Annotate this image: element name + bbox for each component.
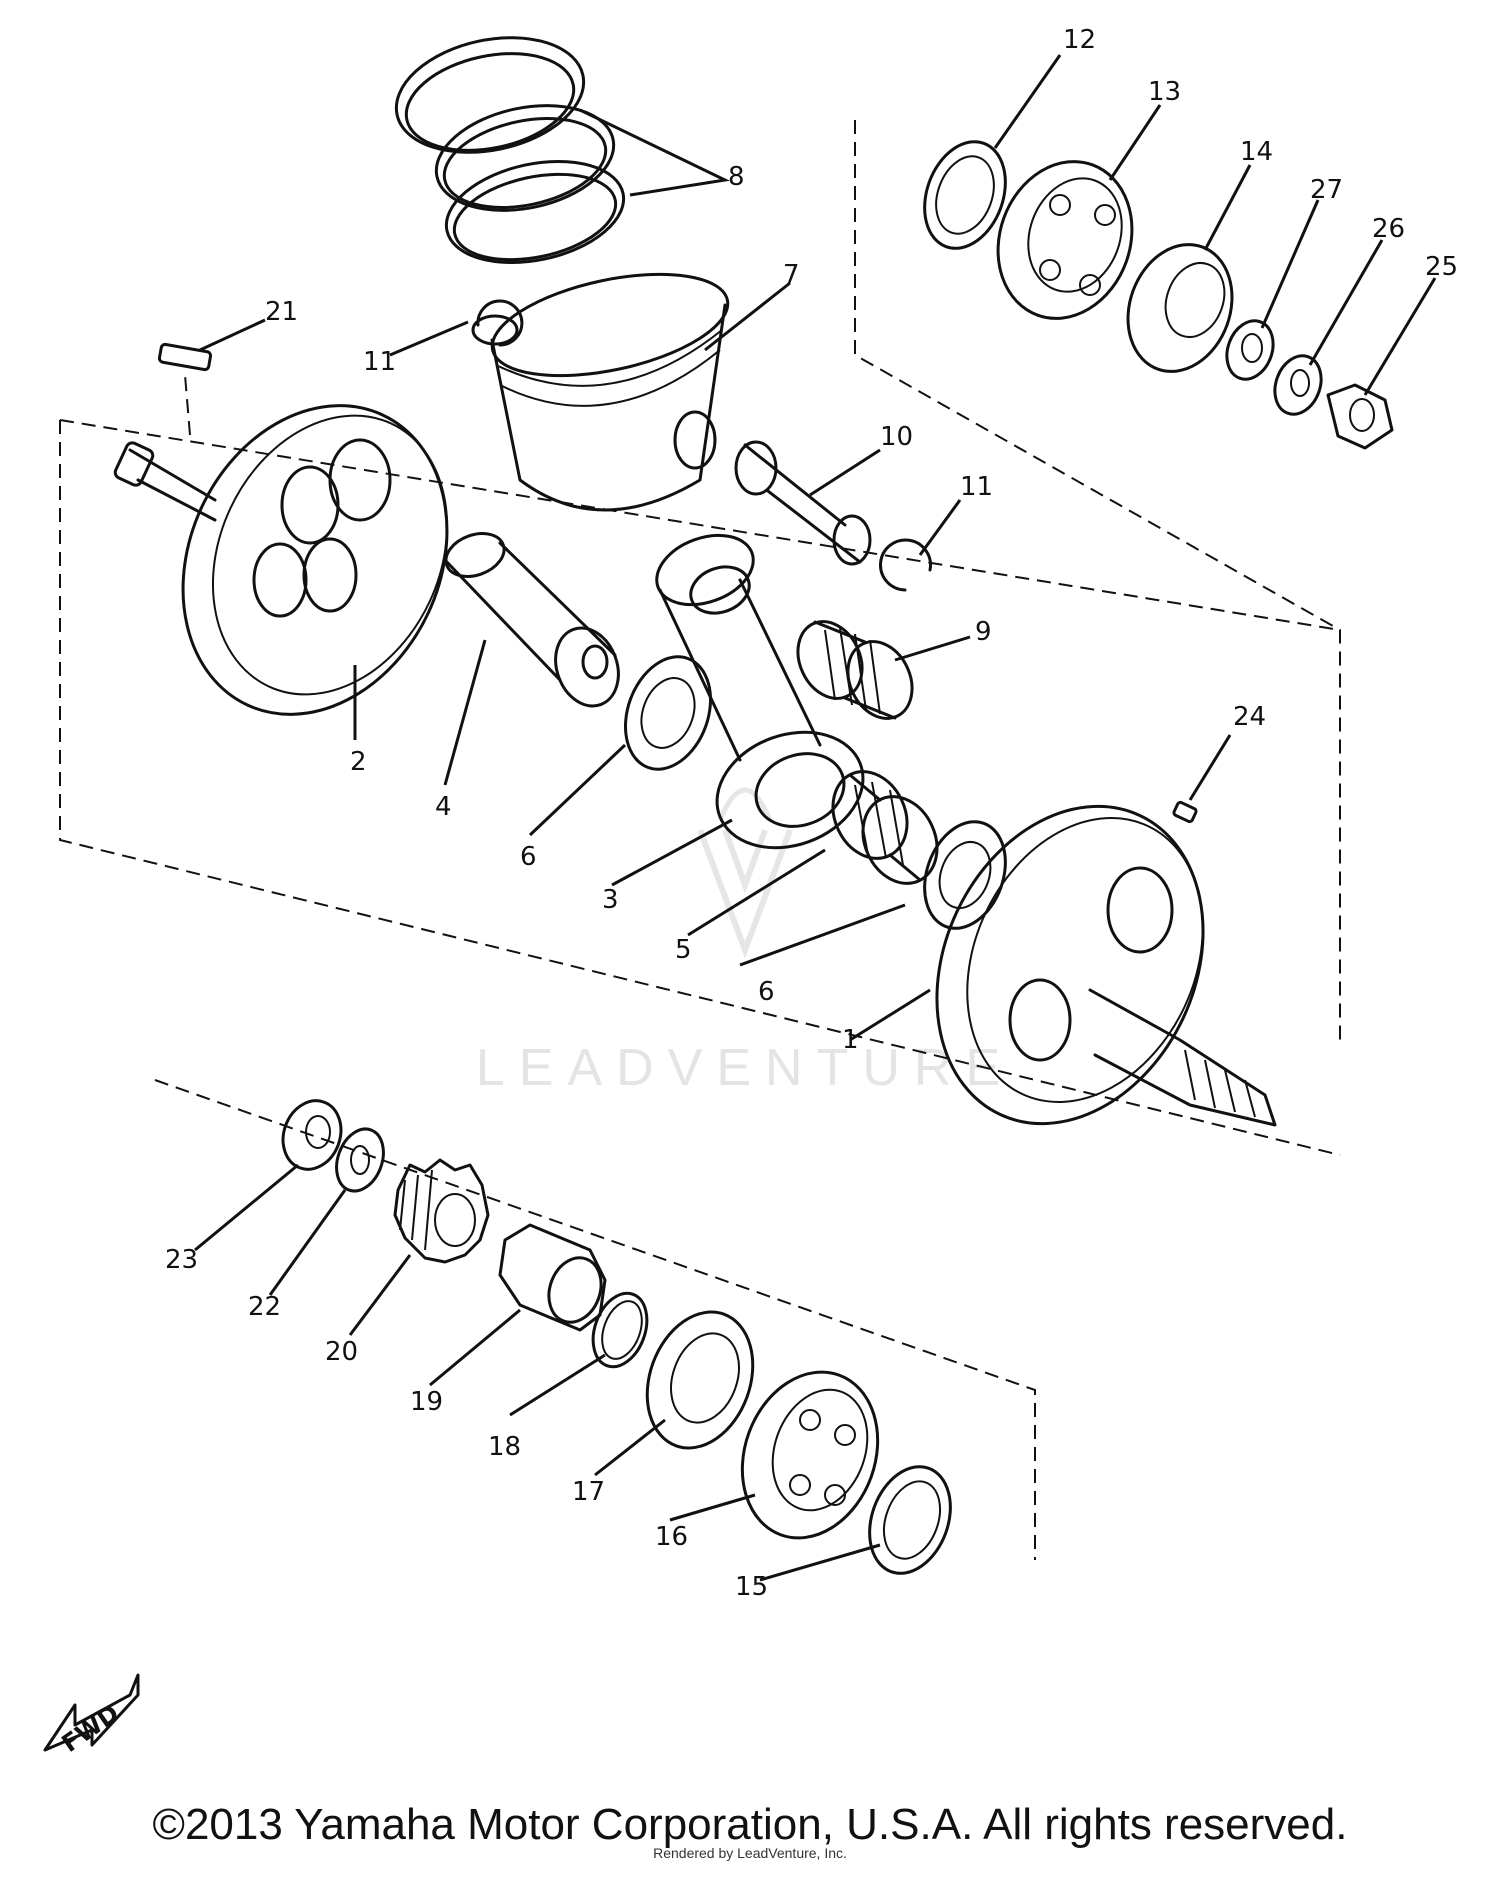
callout-4: 4 bbox=[435, 792, 452, 822]
callout-16: 16 bbox=[655, 1522, 688, 1552]
fwd-label: FWD bbox=[57, 1699, 125, 1758]
piston-pin bbox=[734, 440, 872, 566]
fwd-arrow-icon: FWD bbox=[43, 1673, 140, 1758]
right-crank-half bbox=[935, 800, 1277, 1127]
callout-9: 9 bbox=[975, 617, 992, 647]
callout-25: 25 bbox=[1425, 252, 1458, 282]
callout-8: 8 bbox=[728, 162, 745, 192]
callout-10: 10 bbox=[880, 422, 913, 452]
right-bearing-stack bbox=[923, 140, 1394, 450]
callout-17: 17 bbox=[572, 1477, 605, 1507]
rendered-by-note: Rendered by LeadVenture, Inc. bbox=[653, 1845, 847, 1861]
callout-13: 13 bbox=[1148, 77, 1181, 107]
callout-15: 15 bbox=[735, 1572, 768, 1602]
callout-20: 20 bbox=[325, 1337, 358, 1367]
callout-19: 19 bbox=[410, 1387, 443, 1417]
crank-pin bbox=[443, 532, 620, 708]
callout-6-upper: 6 bbox=[520, 842, 537, 872]
callout-numbers: 12 13 14 8 27 26 25 7 21 11 10 11 9 24 2… bbox=[165, 25, 1458, 1602]
callout-12: 12 bbox=[1063, 25, 1096, 55]
connecting-rod bbox=[655, 533, 865, 850]
watermark: LEADVENTURE bbox=[476, 787, 1014, 1097]
callout-5: 5 bbox=[675, 935, 692, 965]
circlips bbox=[476, 299, 932, 592]
left-crank-half bbox=[113, 342, 449, 716]
small-end-bearing bbox=[796, 620, 914, 720]
callout-11-left: 11 bbox=[363, 347, 396, 377]
watermark-text: LEADVENTURE bbox=[476, 1039, 1014, 1097]
callout-22: 22 bbox=[248, 1292, 281, 1322]
callout-23: 23 bbox=[165, 1245, 198, 1275]
callout-7: 7 bbox=[783, 260, 800, 290]
callout-14: 14 bbox=[1240, 137, 1273, 167]
piston-rings bbox=[394, 36, 626, 265]
callout-1: 1 bbox=[842, 1025, 859, 1055]
copyright-notice: ©2013 Yamaha Motor Corporation, U.S.A. A… bbox=[152, 1800, 1348, 1849]
callout-11-right: 11 bbox=[960, 472, 993, 502]
leader-lines bbox=[194, 54, 1437, 1582]
callout-18: 18 bbox=[488, 1432, 521, 1462]
big-end-bearing bbox=[831, 770, 939, 885]
callout-27: 27 bbox=[1310, 175, 1343, 205]
assembly-axes bbox=[59, 120, 1341, 1560]
callout-21: 21 bbox=[265, 297, 298, 327]
callout-26: 26 bbox=[1372, 214, 1405, 244]
callout-6-lower: 6 bbox=[758, 977, 775, 1007]
piston bbox=[471, 272, 730, 512]
callout-24: 24 bbox=[1233, 702, 1266, 732]
lower-gear-stack bbox=[281, 1099, 952, 1575]
callout-3: 3 bbox=[602, 885, 619, 915]
callout-2: 2 bbox=[350, 747, 367, 777]
